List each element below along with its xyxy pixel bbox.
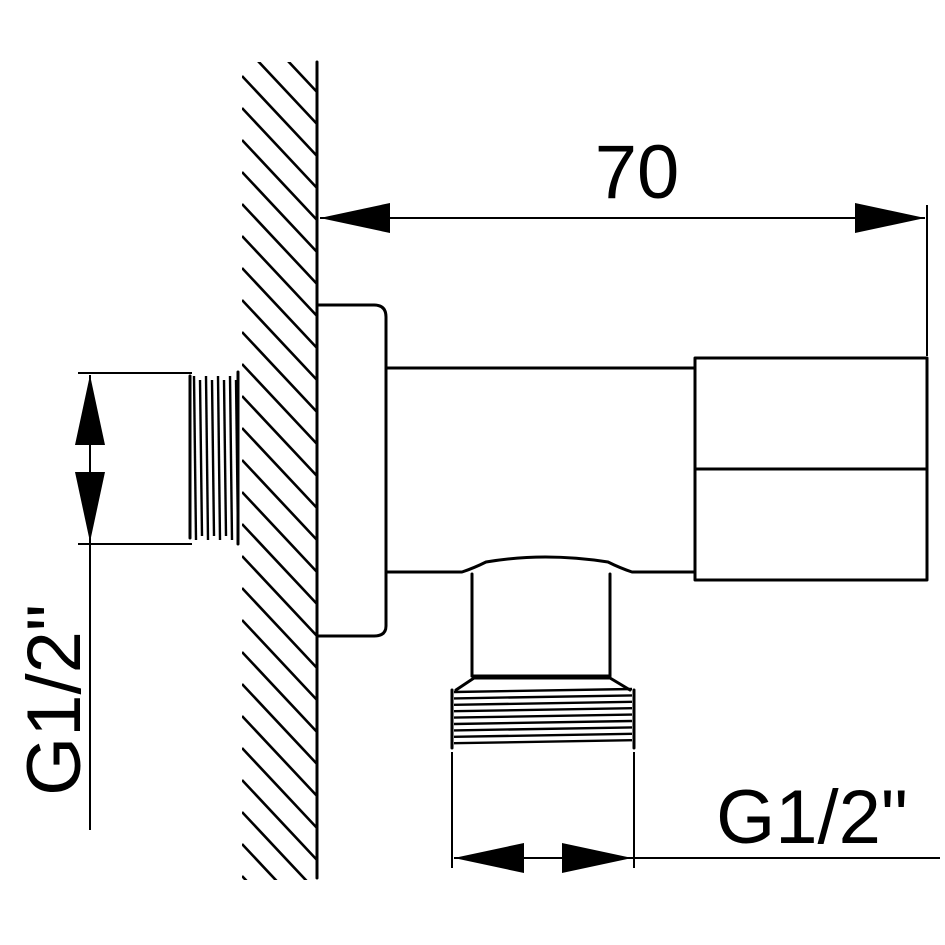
- hatch-line: [242, 107, 317, 189]
- thread-line: [453, 726, 633, 732]
- dimension-length: 70: [320, 130, 928, 356]
- hatch-line: [242, 683, 317, 765]
- thread-line: [453, 719, 633, 726]
- thread-line: [222, 379, 228, 537]
- thread-line: [192, 375, 198, 541]
- thread-line: [453, 694, 633, 700]
- dimension-wall-thread: G1/2": [12, 372, 192, 830]
- hatch-line: [242, 779, 317, 861]
- hatch-line: [242, 299, 317, 381]
- hatch-line: [242, 459, 317, 541]
- hatch-line: [242, 235, 317, 317]
- dimension-length-label: 70: [595, 130, 680, 215]
- hatch-line: [287, 62, 317, 93]
- thread-line: [204, 375, 210, 541]
- hatch-line: [242, 715, 317, 797]
- hatch-line: [242, 523, 317, 605]
- flange-rosette: [316, 303, 388, 638]
- hatch-line: [242, 427, 317, 509]
- thread-line: [453, 687, 633, 694]
- thread-line: [453, 732, 633, 738]
- thread-line: [453, 713, 633, 719]
- outlet-thread: [450, 676, 636, 750]
- hatch-line: [257, 62, 317, 125]
- hatch-line: [242, 555, 317, 637]
- hatch-line: [242, 267, 317, 349]
- hatch-line: [242, 0, 317, 60]
- thread-line: [453, 707, 633, 713]
- valve-body: [384, 366, 697, 574]
- thread-line: [453, 739, 633, 745]
- hatch-line: [242, 811, 308, 880]
- wall-hatching: [242, 0, 317, 880]
- hatch-line: [242, 203, 317, 285]
- hatch-line: [242, 619, 317, 701]
- hatch-line: [242, 875, 248, 880]
- hatch-line: [242, 395, 317, 477]
- hatch-line: [242, 491, 317, 573]
- hatch-line: [242, 171, 317, 253]
- thread-line: [198, 379, 204, 537]
- hatch-line: [242, 139, 317, 221]
- hatch-line: [242, 75, 317, 157]
- hatch-line: [242, 331, 317, 413]
- hatch-line: [242, 843, 278, 880]
- hatch-line: [242, 587, 317, 669]
- outlet-neck: [470, 572, 612, 678]
- thread-line: [228, 375, 234, 541]
- thread-line: [210, 379, 216, 537]
- hatch-line: [242, 363, 317, 445]
- wall-thread: [188, 370, 240, 546]
- valve-handle: [693, 356, 929, 582]
- dimension-outlet-thread-label: G1/2": [716, 775, 908, 860]
- hatch-line: [242, 747, 317, 829]
- thread-line: [216, 375, 222, 541]
- dimension-wall-thread-label: G1/2": [12, 604, 97, 796]
- hatch-line: [242, 651, 317, 733]
- dimension-outlet-thread: G1/2": [451, 752, 940, 873]
- thread-line: [453, 700, 633, 706]
